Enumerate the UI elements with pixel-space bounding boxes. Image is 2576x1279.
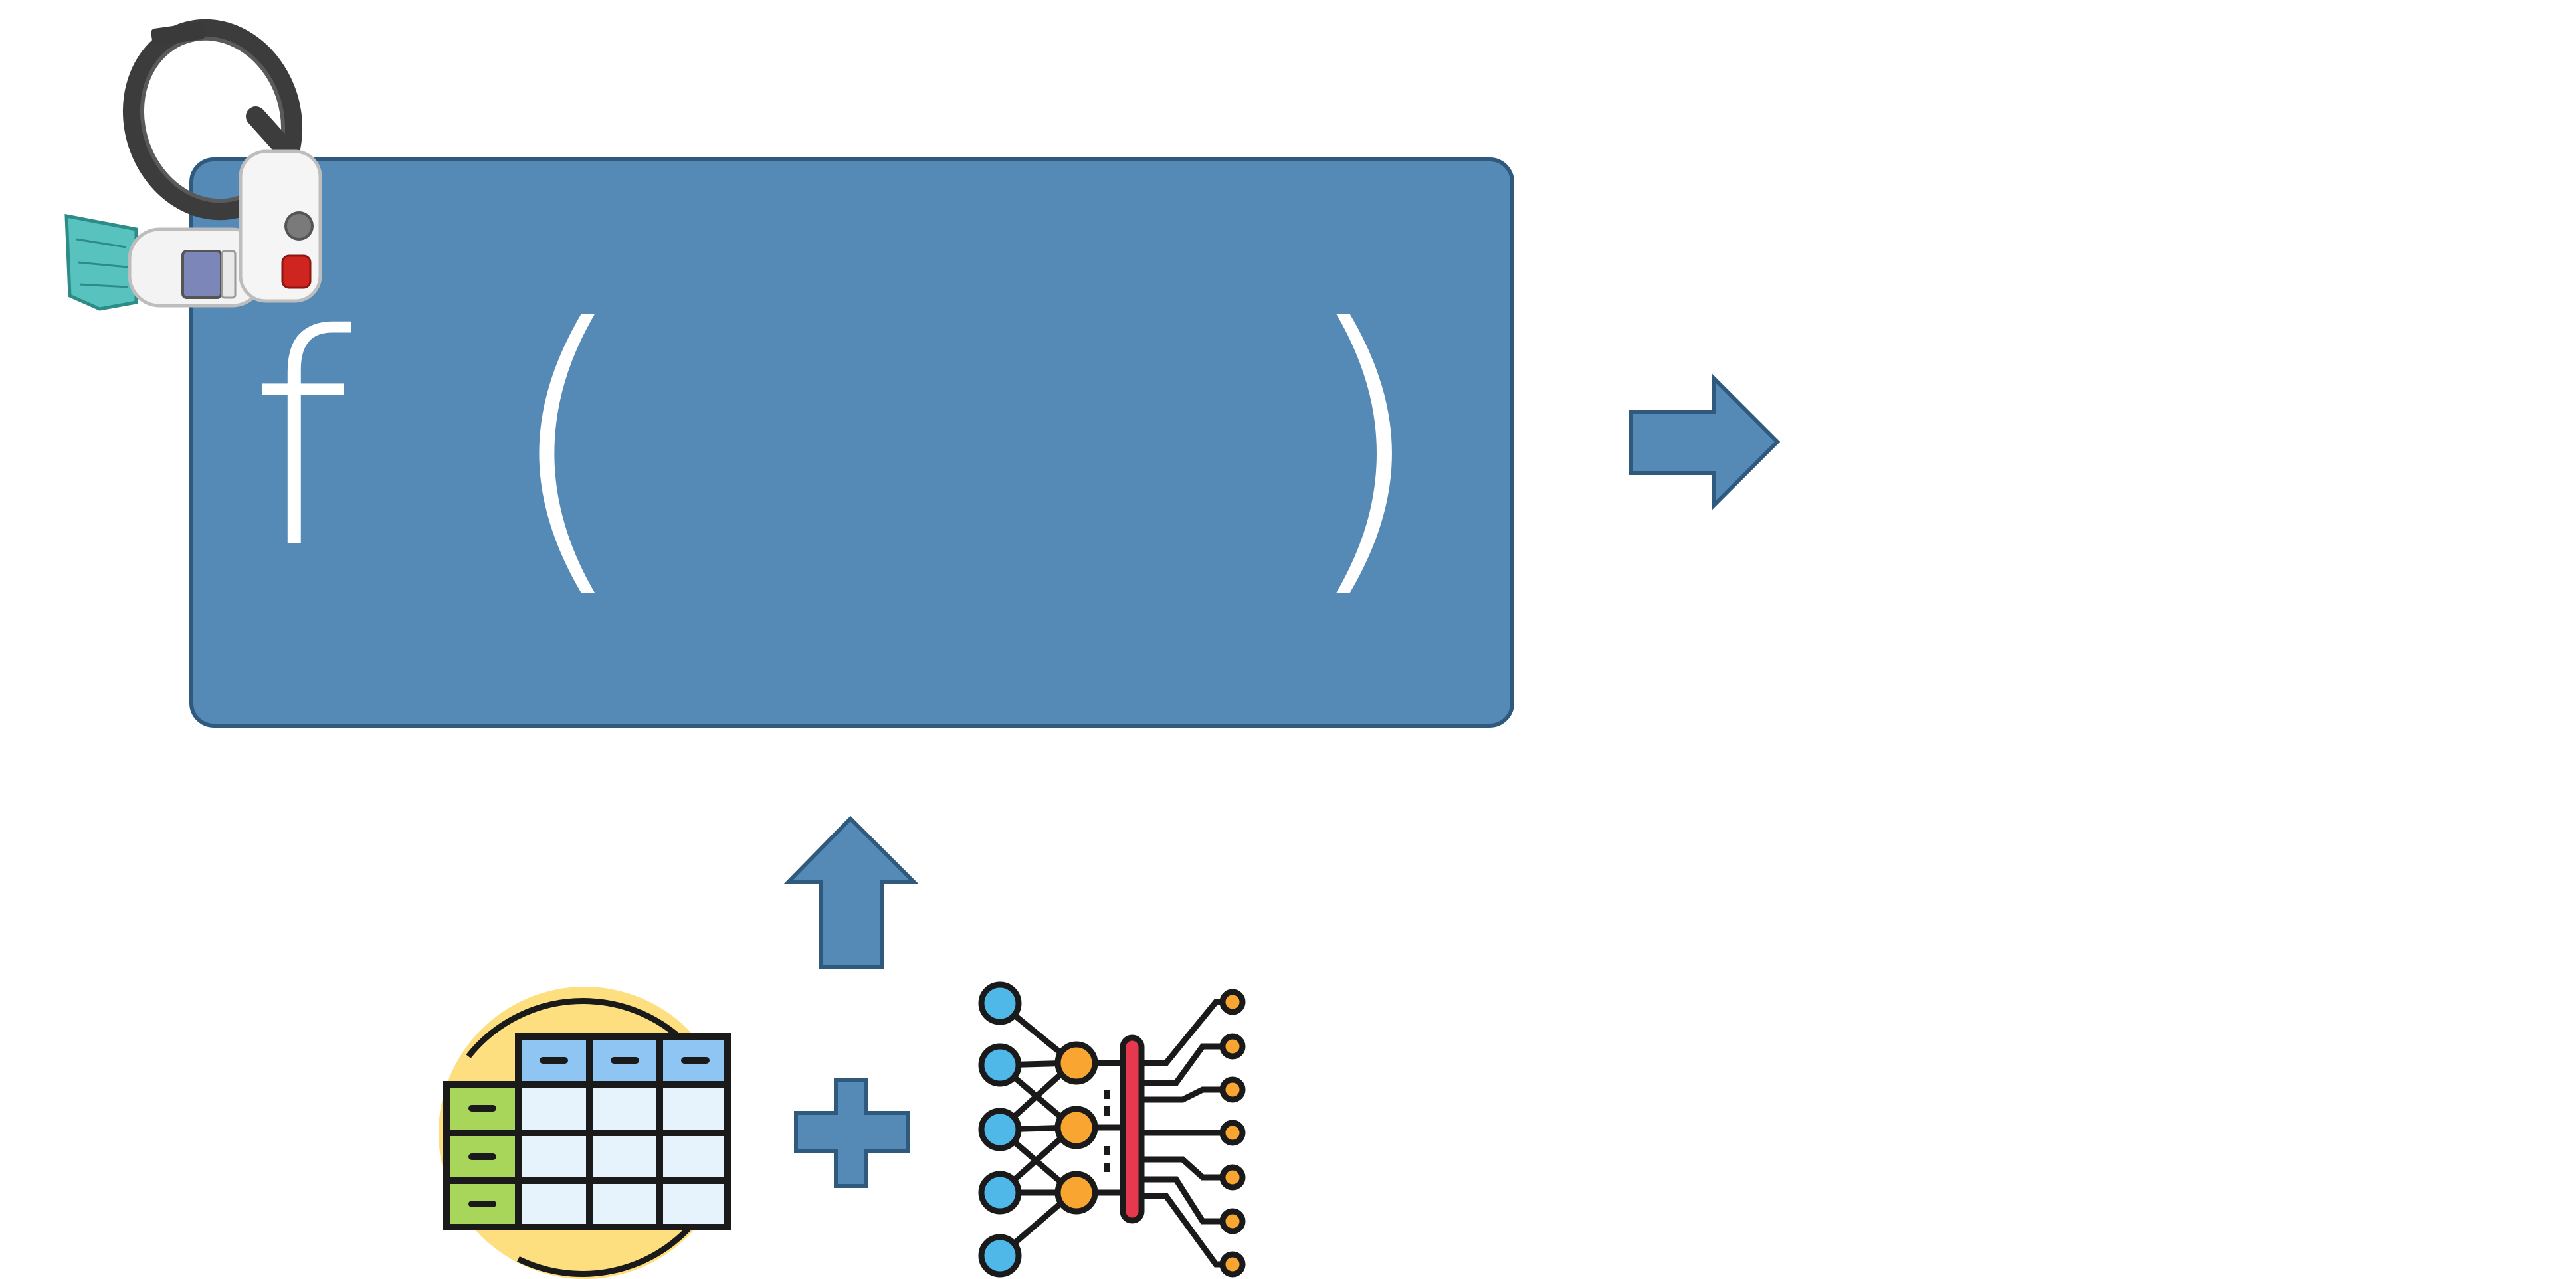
close-paren: ) <box>1302 262 1424 625</box>
data-table-icon <box>439 987 731 1279</box>
function-box <box>189 157 1514 728</box>
plus-icon <box>794 1078 910 1188</box>
function-symbol: f <box>249 272 354 613</box>
neural-network-icon <box>978 981 1246 1278</box>
wearable-clip-device-icon <box>64 19 322 311</box>
arrow-right-icon <box>1629 373 1781 510</box>
arrow-up-icon <box>783 815 919 969</box>
open-paren: ( <box>505 262 627 625</box>
